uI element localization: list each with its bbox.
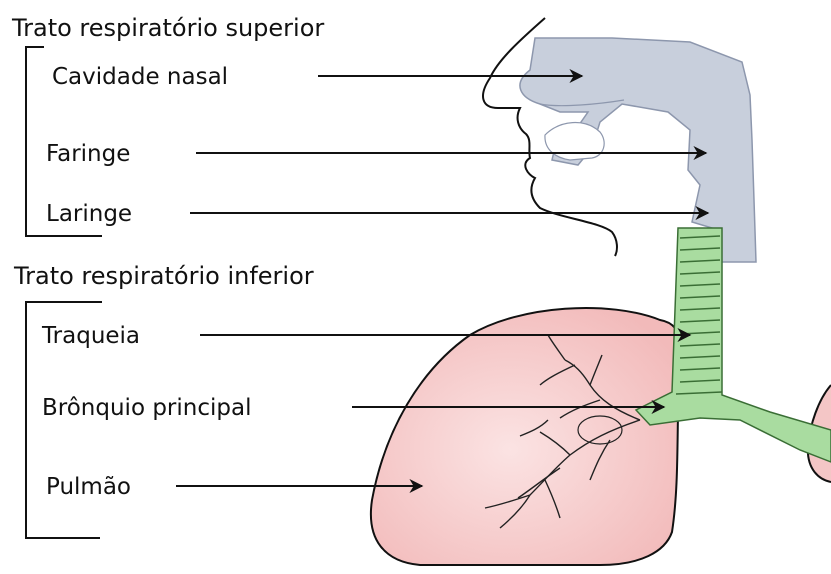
tongue — [545, 123, 604, 160]
label-trachea: Traqueia — [41, 323, 140, 349]
label-nasal-cavity: Cavidade nasal — [52, 64, 228, 90]
label-lung: Pulmão — [46, 474, 131, 500]
label-main-bronchus: Brônquio principal — [42, 395, 251, 421]
lower-tract-title: Trato respiratório inferior — [13, 262, 314, 290]
label-larynx: Laringe — [46, 201, 132, 227]
lung — [371, 308, 680, 565]
upper-tract-title: Trato respiratório superior — [11, 14, 324, 42]
label-pharynx: Faringe — [46, 141, 130, 167]
